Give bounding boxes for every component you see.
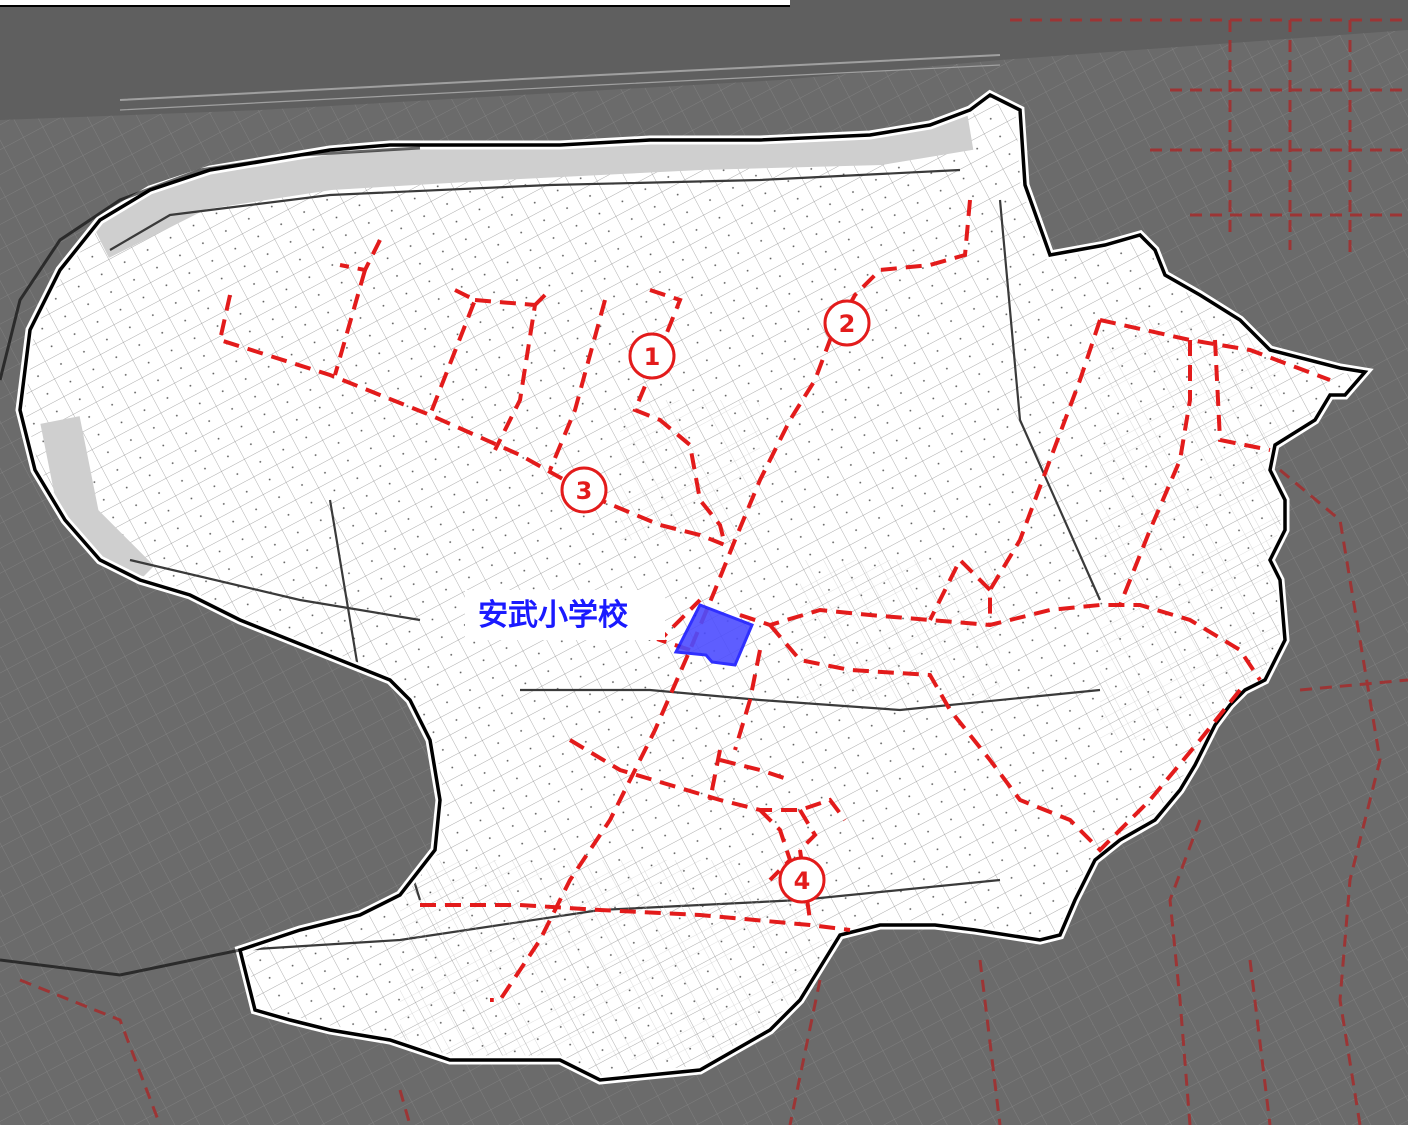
route-marker-number: 1: [644, 343, 661, 371]
route-markers: 1 2 3 4: [560, 299, 871, 904]
outer-routes: [19, 18, 1408, 1125]
school-label: 安武小学校: [478, 598, 628, 633]
route-marker-number: 3: [576, 477, 593, 505]
route-marker-number: 4: [794, 867, 811, 895]
school-location: 安武小学校: [465, 590, 754, 667]
route-marker-3: 3: [560, 466, 608, 514]
route-marker-1: 1: [628, 332, 676, 380]
route-marker-number: 2: [839, 310, 856, 338]
school-label-background: [465, 590, 665, 640]
river-area: [0, 0, 1408, 120]
route-marker-2: 2: [823, 299, 871, 347]
route-marker-4: 4: [778, 856, 826, 904]
school-polygon: [673, 603, 754, 667]
